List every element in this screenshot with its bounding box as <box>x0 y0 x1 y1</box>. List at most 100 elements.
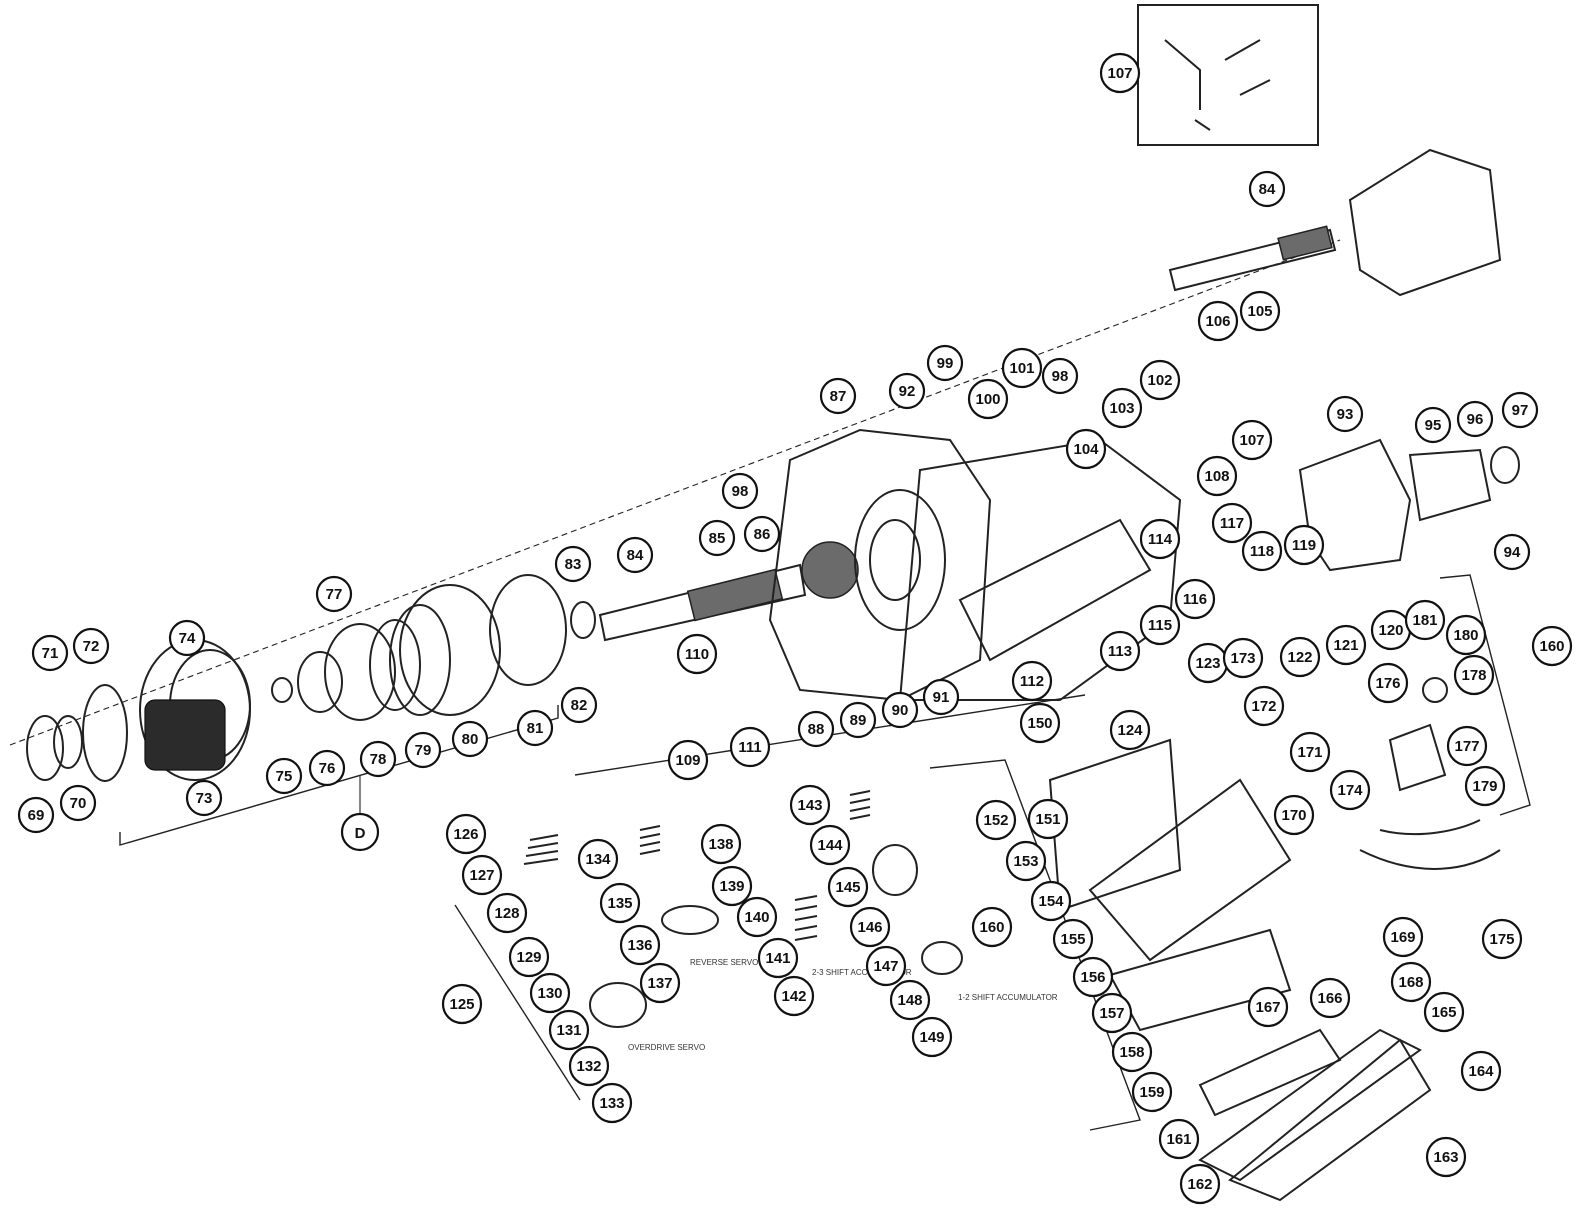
callout-70: 70 <box>59 784 97 822</box>
callout-157: 157 <box>1091 992 1133 1034</box>
callout-label: 107 <box>1107 65 1132 82</box>
callout-151: 151 <box>1027 798 1069 840</box>
callout-105: 105 <box>1239 290 1281 332</box>
callout-label: 125 <box>449 996 474 1013</box>
seal-78 <box>369 619 421 711</box>
callout-label: 128 <box>494 905 519 922</box>
callout-label: 178 <box>1461 667 1486 684</box>
callout-152: 152 <box>975 799 1017 841</box>
callout-label: 80 <box>462 731 479 748</box>
transmission-case <box>898 438 1182 701</box>
callout-172: 172 <box>1243 685 1285 727</box>
callout-118: 118 <box>1241 530 1283 572</box>
callout-98: 98 <box>721 472 759 510</box>
callout-label: 170 <box>1281 807 1306 824</box>
callout-label: 174 <box>1337 782 1363 799</box>
callout-label: 89 <box>850 712 867 729</box>
callout-154: 154 <box>1030 880 1072 922</box>
callout-label: 160 <box>1539 638 1564 655</box>
callout-138: 138 <box>700 823 742 865</box>
callout-179: 179 <box>1464 765 1506 807</box>
callout-label: 144 <box>817 837 843 854</box>
callout-71: 71 <box>31 634 69 672</box>
callout-137: 137 <box>639 962 681 1004</box>
callout-label: 88 <box>808 721 825 738</box>
callout-label: 139 <box>719 878 744 895</box>
callout-140: 140 <box>736 896 778 938</box>
callout-label: 111 <box>738 739 761 756</box>
callout-label: 145 <box>835 879 860 896</box>
callout-label: 79 <box>415 742 432 759</box>
callout-175: 175 <box>1481 918 1523 960</box>
spring-134 <box>639 825 661 855</box>
callout-label: 85 <box>709 530 726 547</box>
callout-148: 148 <box>889 979 931 1021</box>
callout-98: 98 <box>1041 357 1079 395</box>
callout-178: 178 <box>1453 654 1495 696</box>
callout-label: 164 <box>1468 1063 1494 1080</box>
callout-label: 103 <box>1109 400 1134 417</box>
callout-label: 121 <box>1333 637 1358 654</box>
callout-label: 135 <box>607 895 632 912</box>
callout-label: 132 <box>576 1058 601 1075</box>
seal-79 <box>389 604 451 716</box>
callout-144: 144 <box>809 824 851 866</box>
servo-piston-132 <box>589 982 647 1028</box>
linkage-box <box>1137 4 1319 146</box>
callout-81: 81 <box>516 709 554 747</box>
callout-90: 90 <box>881 691 919 729</box>
callout-153: 153 <box>1005 840 1047 882</box>
callout-label: 118 <box>1250 543 1274 560</box>
callout-label: 94 <box>1504 544 1521 561</box>
callout-label: 112 <box>1020 673 1044 690</box>
callout-107: 107 <box>1099 52 1141 94</box>
callout-169: 169 <box>1382 916 1424 958</box>
callout-99: 99 <box>926 344 964 382</box>
callout-label: 175 <box>1489 931 1514 948</box>
callout-160: 160 <box>971 906 1013 948</box>
accumulator-piston-148 <box>921 941 963 975</box>
callout-85: 85 <box>698 519 736 557</box>
pump-gear <box>801 541 859 599</box>
callout-164: 164 <box>1460 1050 1502 1092</box>
callout-label: 168 <box>1398 974 1423 991</box>
callout-label: 102 <box>1147 372 1172 389</box>
callout-181: 181 <box>1404 599 1446 641</box>
callout-label: 91 <box>933 689 950 706</box>
callout-label: 129 <box>516 949 541 966</box>
callout-74: 74 <box>168 619 206 657</box>
callout-171: 171 <box>1289 731 1331 773</box>
callout-94: 94 <box>1493 533 1531 571</box>
callout-134: 134 <box>577 838 619 880</box>
parts-artwork <box>9 4 1520 1202</box>
callout-78: 78 <box>359 740 397 778</box>
callout-116: 116 <box>1174 578 1216 620</box>
callout-87: 87 <box>819 377 857 415</box>
callout-128: 128 <box>486 892 528 934</box>
notes: OVERDRIVE SERVO REVERSE SERVO 2-3 SHIFT … <box>628 958 1058 1052</box>
spring-141 <box>794 895 818 941</box>
callout-158: 158 <box>1111 1031 1153 1073</box>
callout-86: 86 <box>743 515 781 553</box>
callout-104: 104 <box>1065 428 1107 470</box>
callout-69: 69 <box>17 796 55 834</box>
callout-label: 172 <box>1251 698 1276 715</box>
callout-label: 116 <box>1183 591 1207 608</box>
valve-body <box>1088 778 1292 962</box>
callout-101: 101 <box>1001 347 1043 389</box>
gasket-162 <box>1198 1028 1422 1182</box>
callout-97: 97 <box>1501 391 1539 429</box>
callout-label: 101 <box>1009 360 1034 377</box>
callout-177: 177 <box>1446 725 1488 767</box>
callout-label: 120 <box>1378 622 1403 639</box>
note-2-3-accumulator: 2-3 SHIFT ACCUMULATOR <box>812 968 912 977</box>
callout-label: 180 <box>1453 627 1478 644</box>
callout-95: 95 <box>1414 406 1452 444</box>
callout-label: 104 <box>1073 441 1099 458</box>
callout-label: 156 <box>1080 969 1105 986</box>
callout-110: 110 <box>676 633 718 675</box>
callout-111: 111 <box>729 726 771 768</box>
callout-142: 142 <box>773 975 815 1017</box>
callout-label: 179 <box>1472 778 1497 795</box>
callout-label: 99 <box>937 355 954 372</box>
